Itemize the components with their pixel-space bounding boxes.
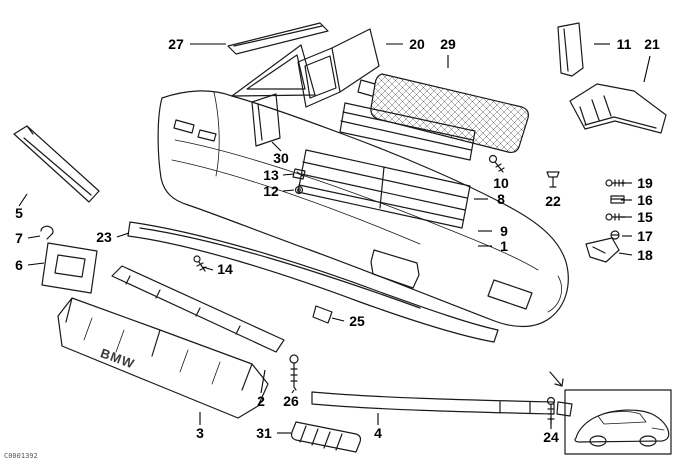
part-25-bracket (312, 305, 333, 324)
callout-leader-14 (202, 266, 214, 271)
car-thumbnail (549, 371, 672, 455)
callout-21[interactable]: 21 (644, 36, 660, 52)
part-12-nut (294, 185, 304, 195)
part-10-screw (488, 154, 505, 173)
callout-leader-25 (331, 317, 345, 322)
callout-12[interactable]: 12 (263, 183, 279, 199)
part-15-screw (605, 213, 626, 221)
part-26-bolt (289, 354, 299, 391)
callout-leader-26 (291, 389, 295, 394)
bumper-left-end-line (213, 91, 220, 177)
callout-17[interactable]: 17 (637, 228, 653, 244)
callout-13[interactable]: 13 (263, 167, 279, 183)
callout-4[interactable]: 4 (374, 425, 382, 441)
bumper-right-opening (487, 279, 533, 310)
callout-9[interactable]: 9 (500, 223, 508, 239)
callout-leader-12 (282, 189, 295, 192)
bumper-marker-2 (197, 129, 217, 142)
diagram-code: C0001392 (4, 452, 38, 460)
part-24-screw (546, 396, 556, 425)
callout-leader-6 (27, 262, 45, 266)
diagram-artwork: BMW (13, 22, 667, 453)
callout-3[interactable]: 3 (196, 425, 204, 441)
callout-leader-30 (271, 141, 282, 152)
part-7-clip (40, 225, 54, 240)
callout-1[interactable]: 1 (500, 238, 508, 254)
callout-16[interactable]: 16 (637, 192, 653, 208)
callout-23[interactable]: 23 (96, 229, 112, 245)
car-body-outline (574, 409, 670, 443)
part-14-screw (193, 255, 207, 272)
callout-2[interactable]: 2 (257, 393, 265, 409)
callout-leader-21 (643, 55, 651, 83)
callout-30[interactable]: 30 (273, 150, 289, 166)
car-wheel-rear (589, 435, 607, 447)
bumper-center-opening (370, 249, 420, 289)
bumper-lower-line (171, 159, 421, 245)
callout-leader-5 (18, 193, 28, 207)
callout-22[interactable]: 22 (545, 193, 561, 209)
bumper-molding-line (174, 139, 539, 271)
callout-18[interactable]: 18 (637, 247, 653, 263)
part-3-foam-absorber (57, 297, 269, 419)
part-grille-corner-frame (231, 44, 316, 97)
part-9-slat-grille (297, 149, 471, 229)
callout-7[interactable]: 7 (15, 230, 23, 246)
callout-27[interactable]: 27 (168, 36, 184, 52)
part-1-bumper-cover (157, 90, 569, 328)
callout-8[interactable]: 8 (497, 191, 505, 207)
part-27-trim-strip (227, 22, 329, 55)
callout-5[interactable]: 5 (15, 205, 23, 221)
callout-25[interactable]: 25 (349, 313, 365, 329)
callout-leader-2 (260, 369, 266, 394)
part-5-trim-strip (13, 125, 100, 203)
car-wheel-front (639, 435, 657, 447)
callout-10[interactable]: 10 (493, 175, 509, 191)
callout-31[interactable]: 31 (256, 425, 272, 441)
part-29-mesh-grille (370, 73, 529, 154)
part-20-air-duct (297, 28, 380, 108)
part-18-bracket (585, 237, 620, 263)
callout-15[interactable]: 15 (637, 209, 653, 225)
part-23-spoiler-lip (127, 221, 499, 343)
part-17-clip (610, 230, 620, 240)
car-view-arrow-icon (549, 371, 564, 387)
part-30-bracket (251, 93, 281, 147)
bumper-arch-line (547, 275, 562, 313)
callout-24[interactable]: 24 (543, 429, 559, 445)
part-31-insert (290, 421, 362, 453)
callout-19[interactable]: 19 (637, 175, 653, 191)
part-2-impact-strip (111, 265, 285, 353)
part-29-grille-tab (357, 79, 376, 97)
callout-leader-18 (618, 252, 633, 256)
callout-6[interactable]: 6 (15, 257, 23, 273)
car-thumbnail-frame (564, 389, 672, 455)
part-16-nut (610, 195, 625, 204)
callout-26[interactable]: 26 (283, 393, 299, 409)
callout-leader-7 (27, 235, 41, 239)
callout-20[interactable]: 20 (409, 36, 425, 52)
part-4-lower-strip (311, 391, 573, 417)
car-window-line (597, 411, 647, 425)
part-22-grommet (546, 171, 560, 188)
part-6-bracket (41, 242, 98, 294)
callout-11[interactable]: 11 (617, 36, 632, 52)
part-11-bracket (557, 22, 584, 77)
callout-leader-23 (116, 232, 130, 238)
foam-rib-lines (83, 317, 221, 385)
car-hood-line (651, 427, 665, 431)
part-8-slat-grille (339, 102, 476, 161)
callout-14[interactable]: 14 (217, 261, 233, 277)
callout-29[interactable]: 29 (440, 36, 456, 52)
part-21-corner-piece (569, 83, 667, 134)
part-19-screw (605, 179, 626, 187)
foam-bmw-text: BMW (99, 345, 137, 371)
callout-leader-13 (282, 173, 295, 176)
bumper-marker-1 (173, 119, 195, 134)
